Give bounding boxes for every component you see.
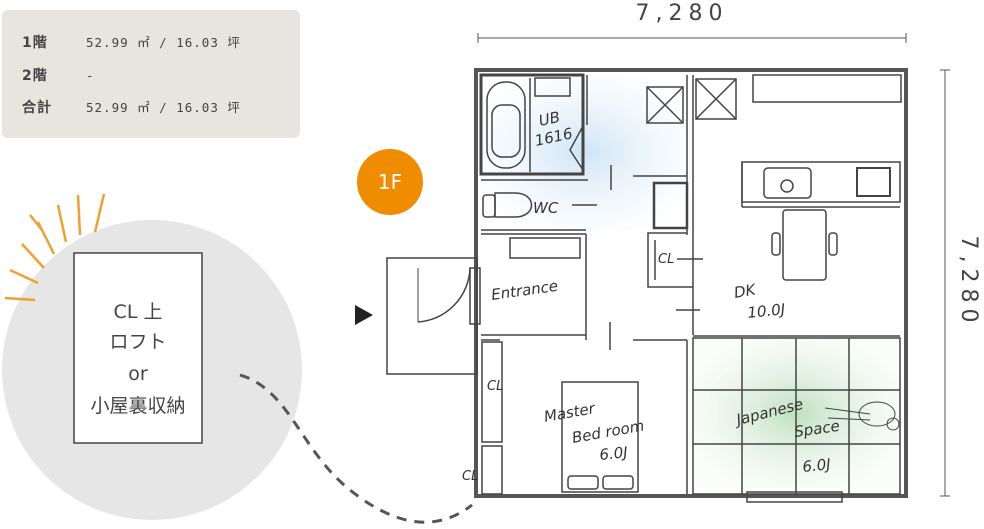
area-row-1f: 1階 52.99 ㎡ / 16.03 坪 xyxy=(22,32,241,52)
room-label-bedroom: Bed room xyxy=(571,417,646,447)
floor-badge xyxy=(357,149,423,215)
area-row-total: 合計 52.99 ㎡ / 16.03 坪 xyxy=(22,97,241,117)
highlight-rays xyxy=(4,193,106,302)
room-label-japanese-size: 6.0J xyxy=(802,455,832,476)
loft-line: or xyxy=(128,363,148,385)
row-label: 合計 xyxy=(22,100,52,116)
entry-arrow-icon xyxy=(355,305,373,325)
floor-badge-label: 1F xyxy=(378,170,402,194)
loft-line: 小屋裏収納 xyxy=(90,395,185,417)
interior-walls xyxy=(386,73,902,503)
room-label-master: Master xyxy=(543,399,597,426)
dashed-connector xyxy=(239,373,473,524)
person-figure-icon xyxy=(824,401,900,431)
outer-wall xyxy=(474,68,908,498)
loft-box xyxy=(73,252,203,444)
loft-line: ロフト xyxy=(109,331,166,353)
room-label-cl: CL xyxy=(462,469,478,484)
width-dimension: 7,280 xyxy=(636,1,729,26)
room-label-dk: DK xyxy=(733,280,758,302)
room-label-ub: UB xyxy=(537,108,562,130)
loft-note: CL 上 ロフト or 小屋裏収納 xyxy=(90,301,185,417)
room-label-wc: WC xyxy=(533,199,559,217)
row-value: 52.99 ㎡ / 16.03 坪 xyxy=(86,100,241,115)
room-label-cl: CL xyxy=(658,252,674,267)
room-label-master-size: 6.0J xyxy=(599,443,629,464)
loft-line: CL 上 xyxy=(114,301,163,323)
area-table: 1階 52.99 ㎡ / 16.03 坪 2階 - 合計 52.99 ㎡ / 16.0… xyxy=(2,10,300,138)
room-label-cl: CL xyxy=(487,379,503,394)
row-label: 1階 xyxy=(22,35,48,51)
row-value: 52.99 ㎡ / 16.03 坪 xyxy=(86,35,241,50)
depth-dimension: 7,280 xyxy=(956,236,981,329)
room-label-dk-size: 10.0J xyxy=(747,300,787,322)
room-label-entrance: Entrance xyxy=(490,277,559,304)
row-value: - xyxy=(86,68,95,83)
area-row-2f: 2階 - xyxy=(22,65,95,85)
row-label: 2階 xyxy=(22,68,48,84)
